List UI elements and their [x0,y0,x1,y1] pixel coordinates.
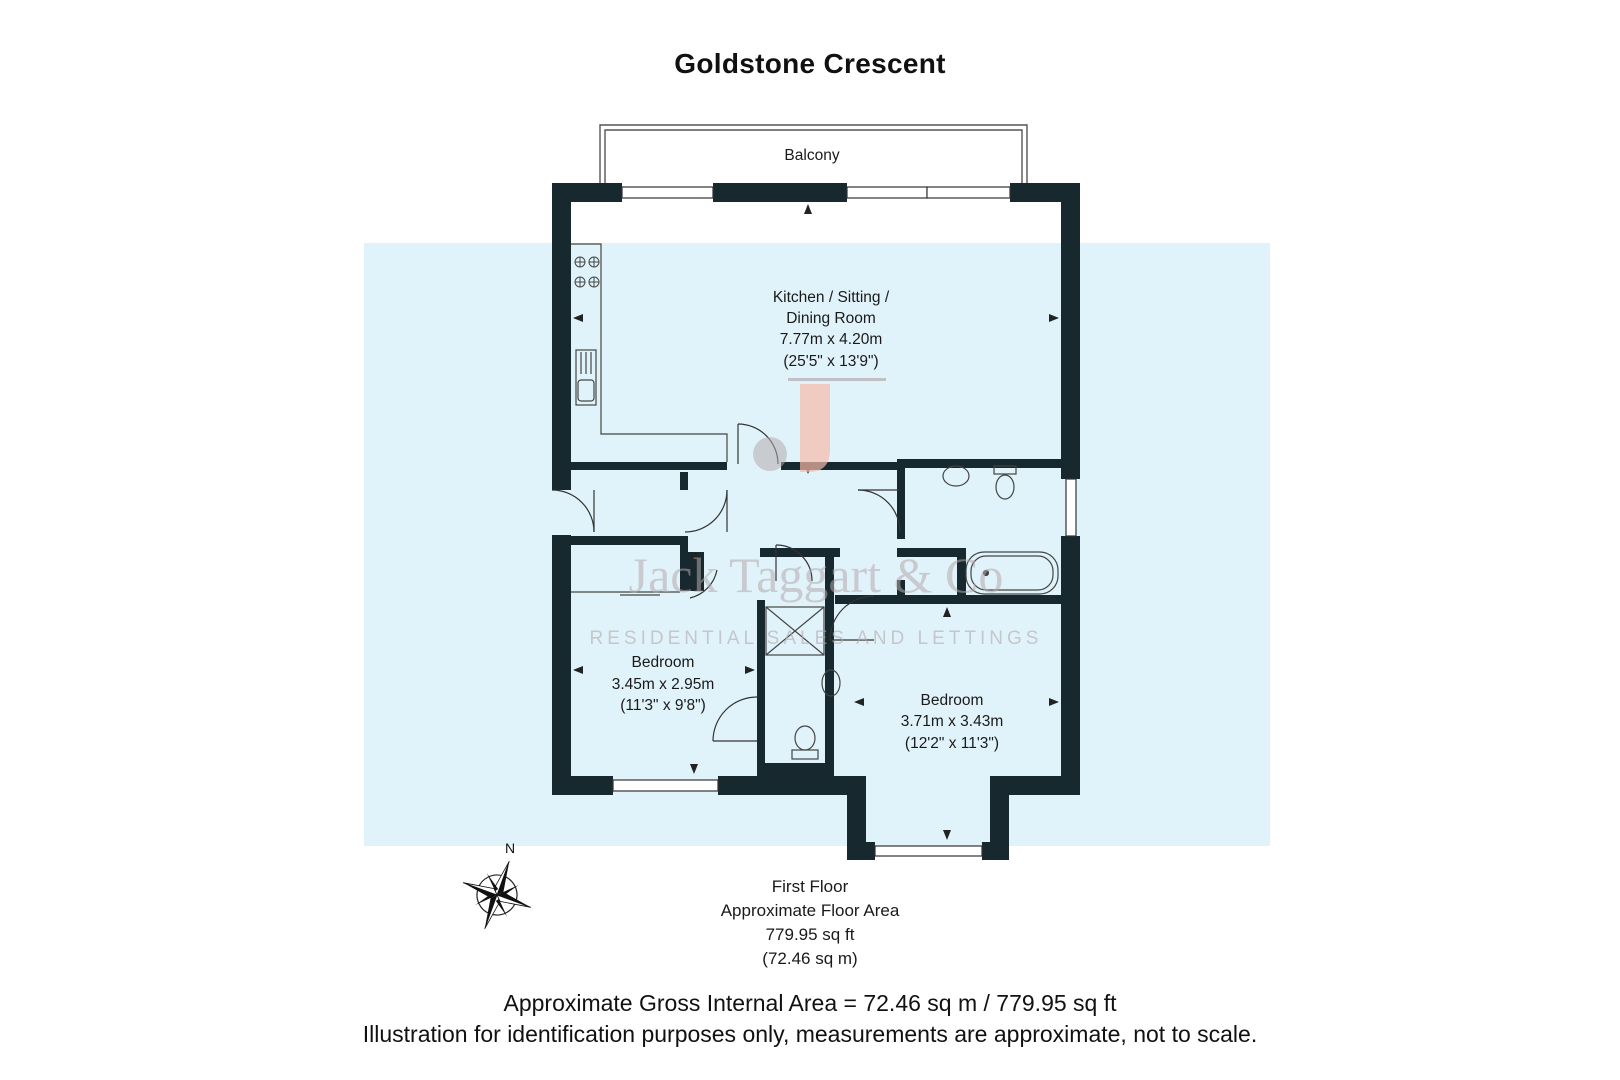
exterior-walls [552,183,1080,860]
interior-walls [552,459,1080,778]
floor-area-sqm: (72.46 sq m) [762,949,858,968]
compass-north-label: N [505,840,515,856]
kitchen-imperial: (25'5" x 13'9") [783,353,878,370]
kitchen-name-line2: Dining Room [786,310,876,327]
watermark-name: Jack Taggart & Co [629,547,1004,603]
page-title: Goldstone Crescent [674,48,946,79]
watermark-tagline: RESIDENTIAL SALES AND LETTINGS [590,628,1043,649]
bedroom1-metric: 3.45m x 2.95m [612,676,715,693]
bedroom1-label: Bedroom 3.45m x 2.95m (11'3" x 9'8") [612,654,715,714]
footer: Approximate Gross Internal Area = 72.46 … [0,988,1620,1050]
kitchen-metric: 7.77m x 4.20m [780,331,883,348]
balcony-label: Balcony [784,147,839,164]
bedroom2-metric: 3.71m x 3.43m [901,713,1004,730]
kitchen-name-line1: Kitchen / Sitting / [773,289,890,306]
floor-area-info: First Floor Approximate Floor Area 779.9… [0,875,1620,971]
hob-icon [574,256,600,288]
kitchen-counter [571,243,728,462]
floor-area-label: Approximate Floor Area [720,901,900,920]
bathroom-fixtures [571,465,1059,760]
bedroom1-name: Bedroom [632,654,695,671]
floor-name: First Floor [771,877,849,896]
bedroom2-imperial: (12'2" x 11'3") [905,735,999,752]
floor-area-sqft: 779.95 sq ft [765,925,855,944]
windows [612,186,1077,857]
doors [551,423,901,742]
disclaimer-text: Illustration for identification purposes… [362,1021,1258,1047]
compass-icon [463,860,531,930]
bedroom2-name: Bedroom [921,692,984,709]
bedroom2-label: Bedroom 3.71m x 3.43m (12'2" x 11'3") [901,692,1004,752]
watermark-logo [753,378,886,472]
bedroom1-imperial: (11'3" x 9'8") [620,697,706,714]
gross-area-text: Approximate Gross Internal Area = 72.46 … [503,990,1117,1016]
balcony [599,124,1028,184]
kitchen-label: Kitchen / Sitting / Dining Room 7.77m x … [773,289,890,370]
floor-background [364,243,1270,846]
